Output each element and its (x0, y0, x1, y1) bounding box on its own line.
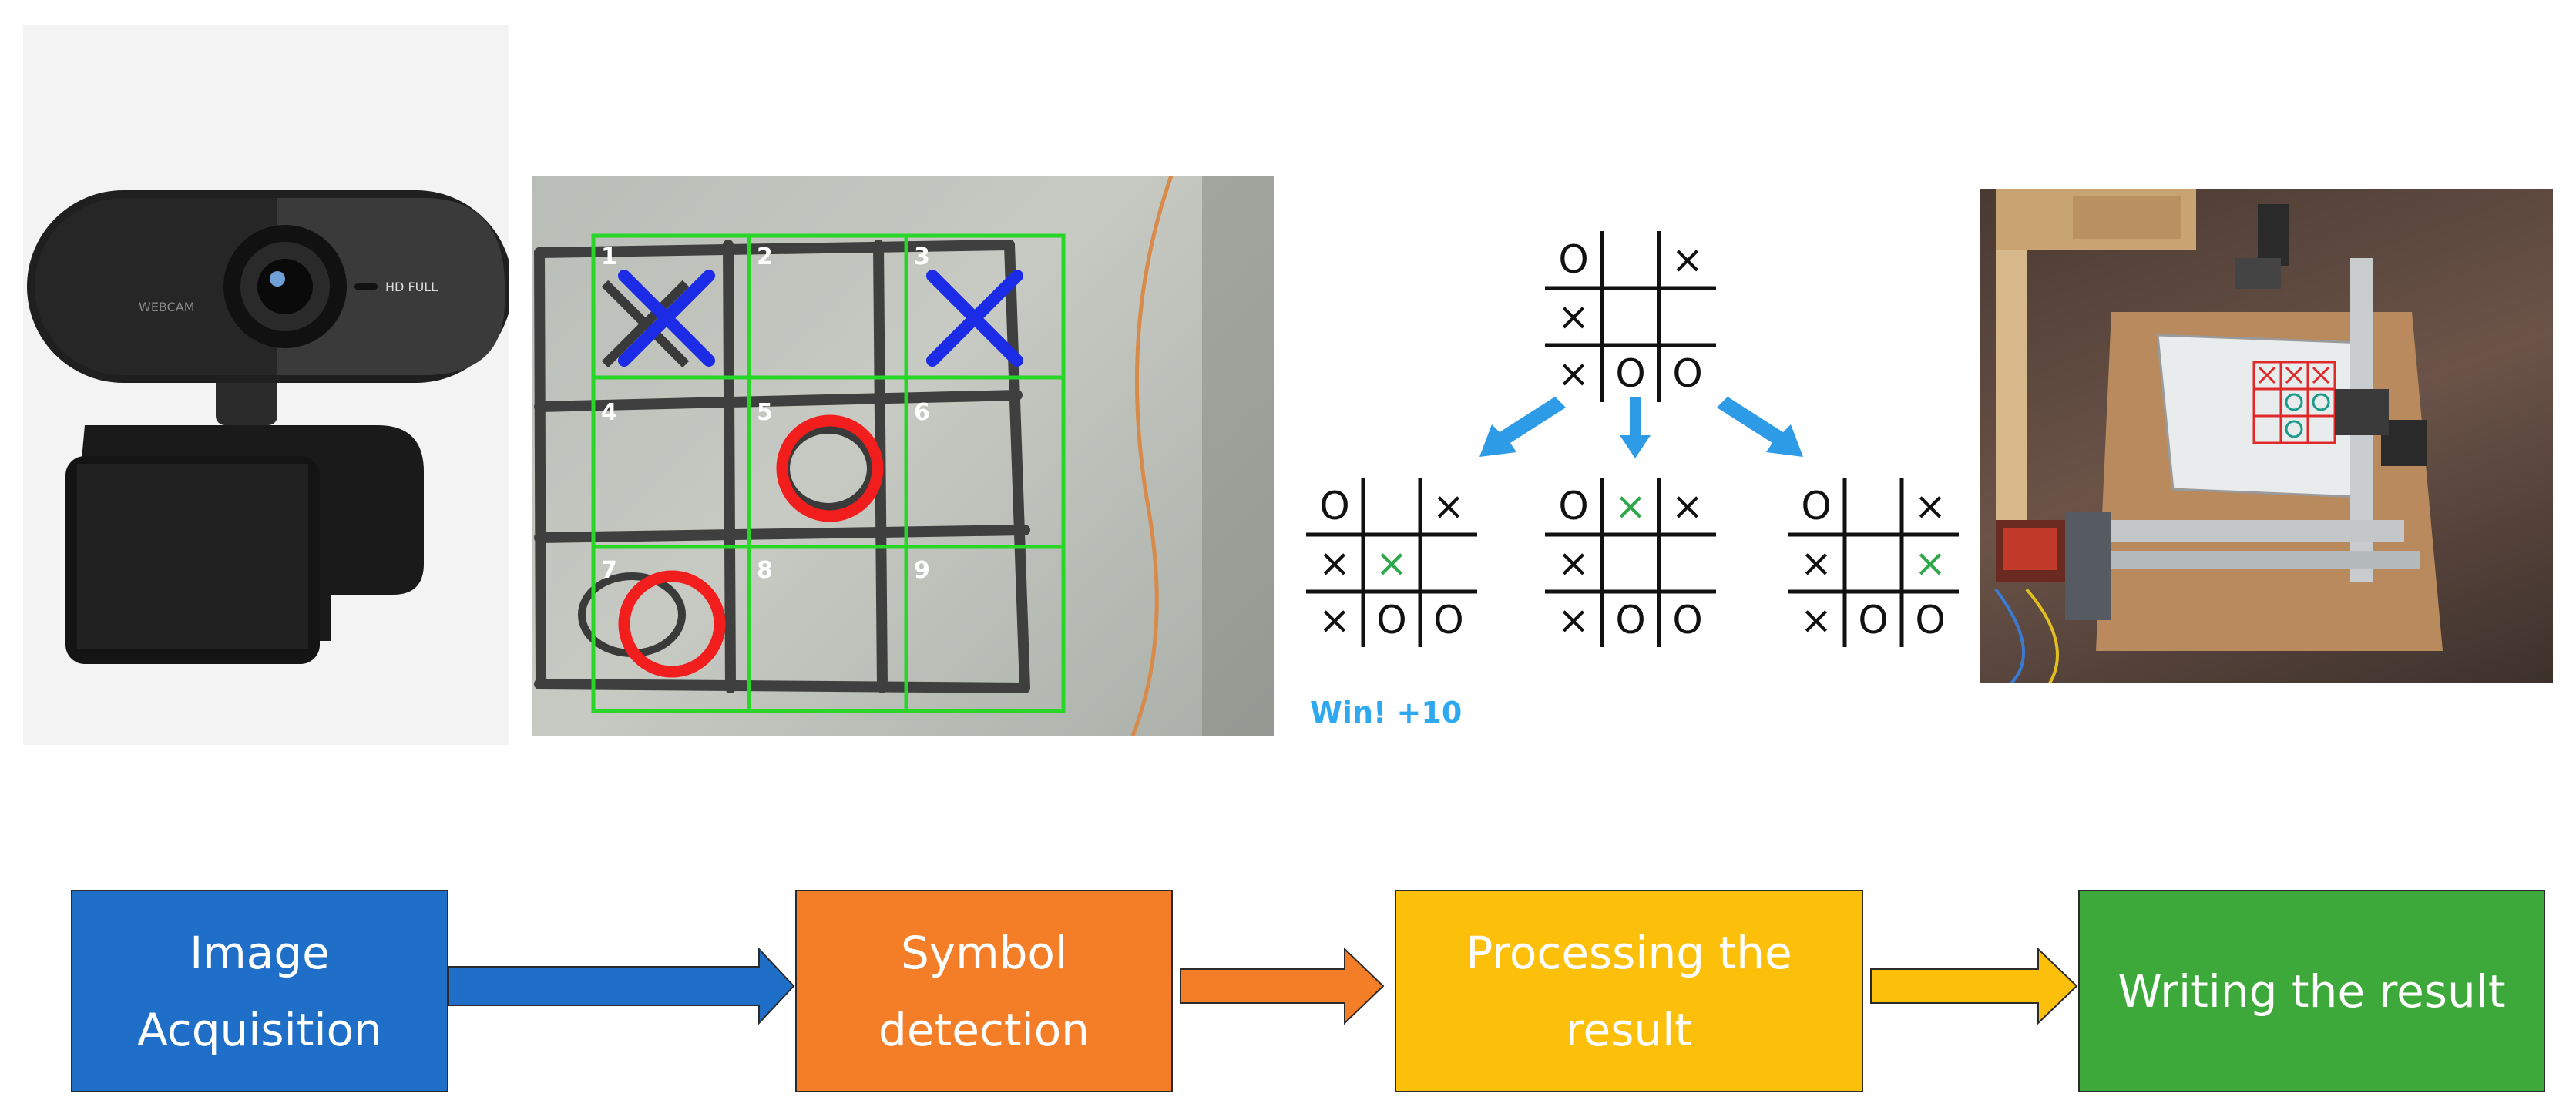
flow-arrow-icon (448, 947, 2078, 1025)
flow-step-processing: Processing the result (1395, 890, 1863, 1092)
child1-cell-2 (1363, 478, 1420, 535)
child1-cell-8: O (1376, 598, 1407, 642)
child2-cell-6 (1659, 535, 1716, 592)
child2-cell-7: × (1557, 598, 1590, 642)
root-cell-1: O (1558, 237, 1589, 282)
cell-number-3: 3 (914, 243, 930, 270)
child1-cell-3: × (1432, 484, 1465, 528)
root-cell-3: × (1671, 237, 1704, 282)
child2-cell-8: O (1615, 598, 1646, 642)
child2-cell-9: O (1672, 598, 1703, 642)
symbol-detection-image: 1 2 3 4 5 6 7 8 9 (532, 176, 1274, 736)
root-cell-8: O (1615, 351, 1646, 396)
child2-cell-3: × (1671, 484, 1704, 528)
flow-step-writing: Writing the result (2078, 890, 2545, 1092)
cell-number-7: 7 (601, 557, 617, 584)
root-cell-4: × (1557, 294, 1590, 339)
child1-cell-9: O (1433, 598, 1464, 642)
child-board-1: O × × × × O O (1306, 478, 1477, 649)
child2-cell-4: × (1557, 541, 1590, 585)
child3-cell-9: O (1915, 598, 1946, 642)
child3-cell-2 (1845, 478, 1902, 535)
root-cell-9: O (1672, 351, 1703, 396)
flow-step-image-acquisition: Image Acquisition (71, 890, 448, 1092)
root-cell-6 (1659, 288, 1716, 345)
child1-cell-1: O (1319, 484, 1350, 528)
child1-cell-4: × (1318, 541, 1351, 585)
flow-step-label: Writing the result (2118, 964, 2506, 1018)
cell-number-2: 2 (757, 243, 773, 270)
child1-cell-6 (1420, 535, 1477, 592)
flow-step-label: Symbol detection (878, 926, 1090, 1056)
child3-cell-1: O (1801, 484, 1832, 528)
child-board-3: O × × × × O O (1788, 478, 1959, 649)
flow-step-symbol-detection: Symbol detection (795, 890, 1173, 1092)
cell-number-8: 8 (757, 557, 773, 584)
win-score-label: Win! +10 (1310, 696, 1463, 730)
root-cell-5 (1602, 288, 1659, 345)
cell-number-6: 6 (914, 399, 930, 426)
svg-text:WEBCAM: WEBCAM (139, 300, 195, 314)
webcam-image: WEBCAM HD FULL (23, 25, 512, 745)
flow-step-label: Processing the result (1466, 926, 1792, 1056)
root-cell-7: × (1557, 351, 1590, 396)
child2-cell-2: × (1614, 484, 1647, 528)
child3-cell-5 (1845, 535, 1902, 592)
child1-cell-5: × (1375, 541, 1408, 585)
cell-number-1: 1 (601, 243, 617, 270)
child3-cell-6: × (1914, 541, 1946, 585)
root-board: O × × × O O (1545, 231, 1716, 402)
game-tree-lines (1306, 231, 1959, 647)
child3-cell-7: × (1800, 598, 1832, 642)
tree-arrow-icon (1479, 397, 1803, 458)
child-board-2: O × × × × O O (1545, 478, 1716, 649)
cell-number-9: 9 (914, 557, 930, 584)
child3-cell-4: × (1800, 541, 1832, 585)
child2-cell-1: O (1558, 484, 1589, 528)
robot-plotter-image (1980, 189, 2553, 683)
cell-number-5: 5 (757, 399, 773, 426)
root-cell-2 (1602, 231, 1659, 288)
cell-number-4: 4 (601, 399, 617, 426)
child3-cell-3: × (1914, 484, 1946, 528)
child1-cell-7: × (1318, 598, 1351, 642)
child3-cell-8: O (1858, 598, 1889, 642)
svg-text:HD FULL: HD FULL (385, 280, 438, 294)
flow-step-label: Image Acquisition (137, 926, 382, 1056)
child2-cell-5 (1602, 535, 1659, 592)
